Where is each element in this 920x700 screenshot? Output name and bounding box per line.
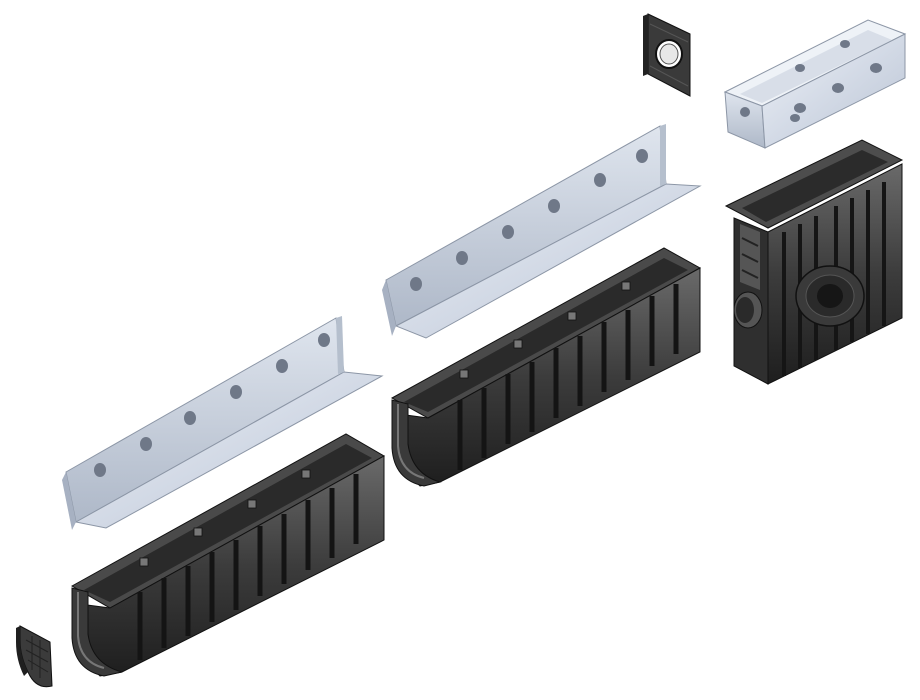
front-edge-rail — [62, 316, 384, 530]
outlet-end-cap — [643, 13, 691, 97]
middle-edge-rail — [382, 124, 702, 339]
middle-channel-ribs — [457, 284, 679, 470]
front-edge-rail-holes — [94, 333, 330, 477]
front-channel — [70, 433, 386, 677]
sump-frame — [723, 19, 907, 149]
sump-frame-holes — [740, 40, 882, 122]
catch-basin — [724, 139, 904, 385]
front-channel-ribs — [137, 474, 359, 660]
middle-edge-rail-holes — [410, 149, 648, 291]
closed-end-cap — [16, 625, 53, 688]
middle-channel — [390, 247, 702, 487]
